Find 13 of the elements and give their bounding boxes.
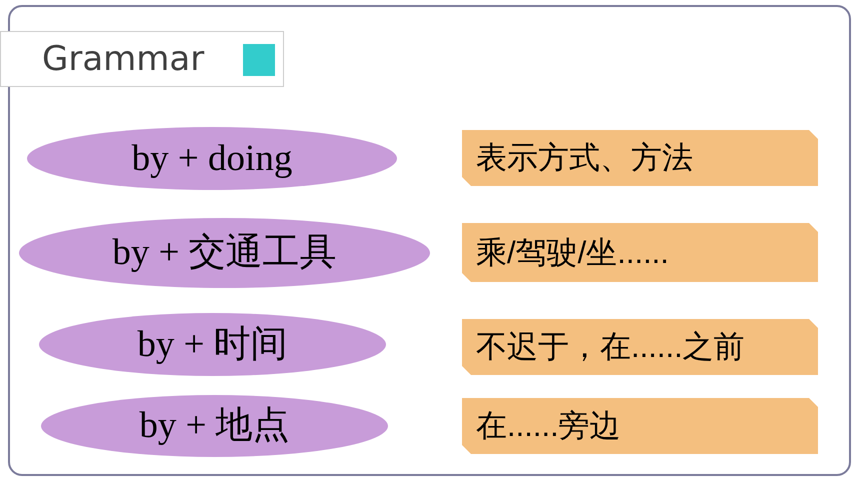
phrase-text: by + doing [132, 136, 292, 180]
phrase-text: by + 交通工具 [112, 231, 337, 275]
meaning-text: 不迟于，在......之前 [476, 328, 745, 366]
meaning-box [462, 319, 818, 375]
phrase-text: by + 地点 [139, 404, 290, 448]
title-text: Grammar [42, 38, 204, 80]
meaning-box [462, 223, 818, 282]
meaning-text: 表示方式、方法 [476, 139, 693, 177]
meaning-text: 在......旁边 [476, 407, 621, 445]
meaning-box [462, 130, 818, 186]
meaning-text: 乘/驾驶/坐...... [476, 234, 669, 272]
phrase-text: by + 时间 [137, 322, 288, 366]
meaning-box [462, 398, 818, 454]
